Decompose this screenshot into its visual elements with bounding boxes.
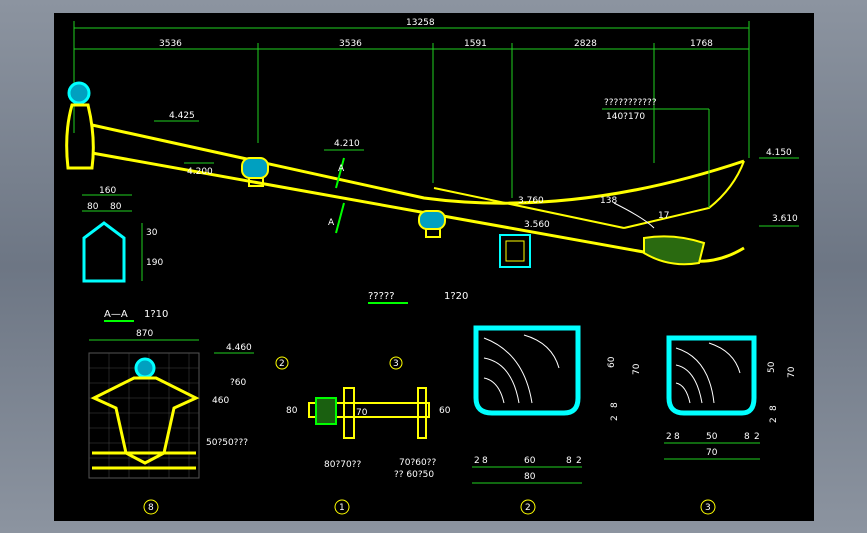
main-title-scale: 1?20: [444, 291, 468, 302]
aa-height-30: 30: [146, 228, 158, 238]
section-mark-bottom: A: [328, 218, 335, 228]
detail-3: 50 70 8 2 2 8 50 8 2 70: [664, 335, 797, 460]
segment-3-label: 1591: [464, 39, 487, 49]
d8-h2: 460: [212, 396, 229, 406]
d2-b2r: 2: [576, 456, 582, 466]
elevation-3760: 3.760: [518, 196, 544, 206]
d3-total: 70: [706, 448, 718, 458]
section-mark-top: A: [338, 164, 345, 174]
d8-note: 50?50???: [206, 438, 248, 448]
overall-dimension-chain: 13258 3536 3536 1591 2828 1768: [73, 18, 750, 198]
d2-total: 80: [524, 472, 536, 482]
d2-h8: 8: [610, 402, 620, 408]
d2-b60: 60: [524, 456, 536, 466]
total-length-label: 13258: [406, 18, 435, 28]
eave-profile: A A: [65, 81, 745, 268]
top-dim: 140?170: [606, 112, 645, 122]
ornament-icon: [643, 235, 706, 266]
d3-b50: 50: [706, 432, 718, 442]
segment-1-label: 3536: [159, 39, 182, 49]
rafter-icon: [418, 210, 446, 238]
aa-scale: 1?10: [144, 309, 168, 320]
cad-drawing: 13258 3536 3536 1591 2828 1768 A A: [65, 18, 799, 515]
elevation-3560: 3.560: [524, 220, 550, 230]
detail-2: 60 70 8 2 2 8 60 8 2 80: [472, 325, 642, 484]
section-aa-detail: 160 80 80 30 190 A—A 1?10: [82, 186, 168, 322]
beam-section-icon: [499, 234, 531, 268]
aa-width-80a: 80: [87, 202, 99, 212]
segment-5-label: 1768: [690, 39, 713, 49]
annotation-notes: ??????????? 140?170 138 17: [600, 98, 710, 221]
caption-8: 8: [148, 503, 154, 513]
d3-h2: 2: [769, 417, 779, 423]
elevation-4150: 4.150: [766, 148, 792, 158]
segment-4-label: 2828: [574, 39, 597, 49]
d1-note-c: ?? 60?50: [394, 470, 434, 480]
d1-marker-a: 2: [279, 359, 285, 369]
angle-138: 138: [600, 196, 617, 206]
d1-note-a: 80?70??: [324, 460, 361, 470]
segment-2-label: 3536: [339, 39, 362, 49]
d2-h70: 70: [632, 363, 642, 375]
elevation-4425: 4.425: [169, 111, 195, 121]
d1-h80: 80: [286, 406, 298, 416]
caption-3: 3: [705, 503, 711, 513]
d1-note-b: 70?60??: [399, 458, 436, 468]
d3-b8r: 8: [744, 432, 750, 442]
d2-b2: 2: [474, 456, 480, 466]
d8-elev: 4.460: [226, 343, 252, 353]
d3-b2: 2: [666, 432, 672, 442]
aa-width-160: 160: [99, 186, 116, 196]
elevation-4210: 4.210: [334, 139, 360, 149]
aa-title: A—A: [104, 309, 128, 320]
d2-b8r: 8: [566, 456, 572, 466]
elevation-3610: 3.610: [772, 214, 798, 224]
caption-1: 1: [339, 503, 345, 513]
elevation-markers: 4.425 4.200 4.210 3.760 3.560 4.150 3.61…: [154, 111, 799, 230]
main-title: ????? 1?20: [368, 291, 468, 304]
caption-2: 2: [525, 503, 531, 513]
d8-h1: ?60: [230, 378, 247, 388]
top-note: ???????????: [604, 98, 657, 108]
d1-marker-b: 3: [393, 359, 399, 369]
d1-h70: 70: [356, 408, 368, 418]
angle-17: 17: [658, 211, 669, 221]
d8-width: 870: [136, 329, 153, 339]
aa-width-80b: 80: [110, 202, 122, 212]
d2-h2: 2: [610, 415, 620, 421]
main-title-label: ?????: [368, 291, 395, 302]
detail-captions: 8 1 2 3: [143, 499, 716, 515]
detail-1: 2 3 80 70 60 80?70?? 70?60?? ?? 60?50: [275, 356, 451, 480]
d3-b8: 8: [674, 432, 680, 442]
d3-b2r: 2: [754, 432, 760, 442]
d3-h8: 8: [769, 405, 779, 411]
d3-h50: 50: [767, 361, 777, 373]
d3-h70: 70: [787, 366, 797, 378]
d2-b8: 8: [482, 456, 488, 466]
d1-h60: 60: [439, 406, 451, 416]
detail-8: 870 4.460 ?60 460 50?50???: [88, 329, 254, 479]
d2-h60: 60: [607, 356, 617, 368]
cad-drawing-viewport[interactable]: 13258 3536 3536 1591 2828 1768 A A: [54, 13, 814, 521]
elevation-4200: 4.200: [187, 167, 213, 177]
aa-height-190: 190: [146, 258, 163, 268]
rafter-icon: [241, 157, 269, 187]
